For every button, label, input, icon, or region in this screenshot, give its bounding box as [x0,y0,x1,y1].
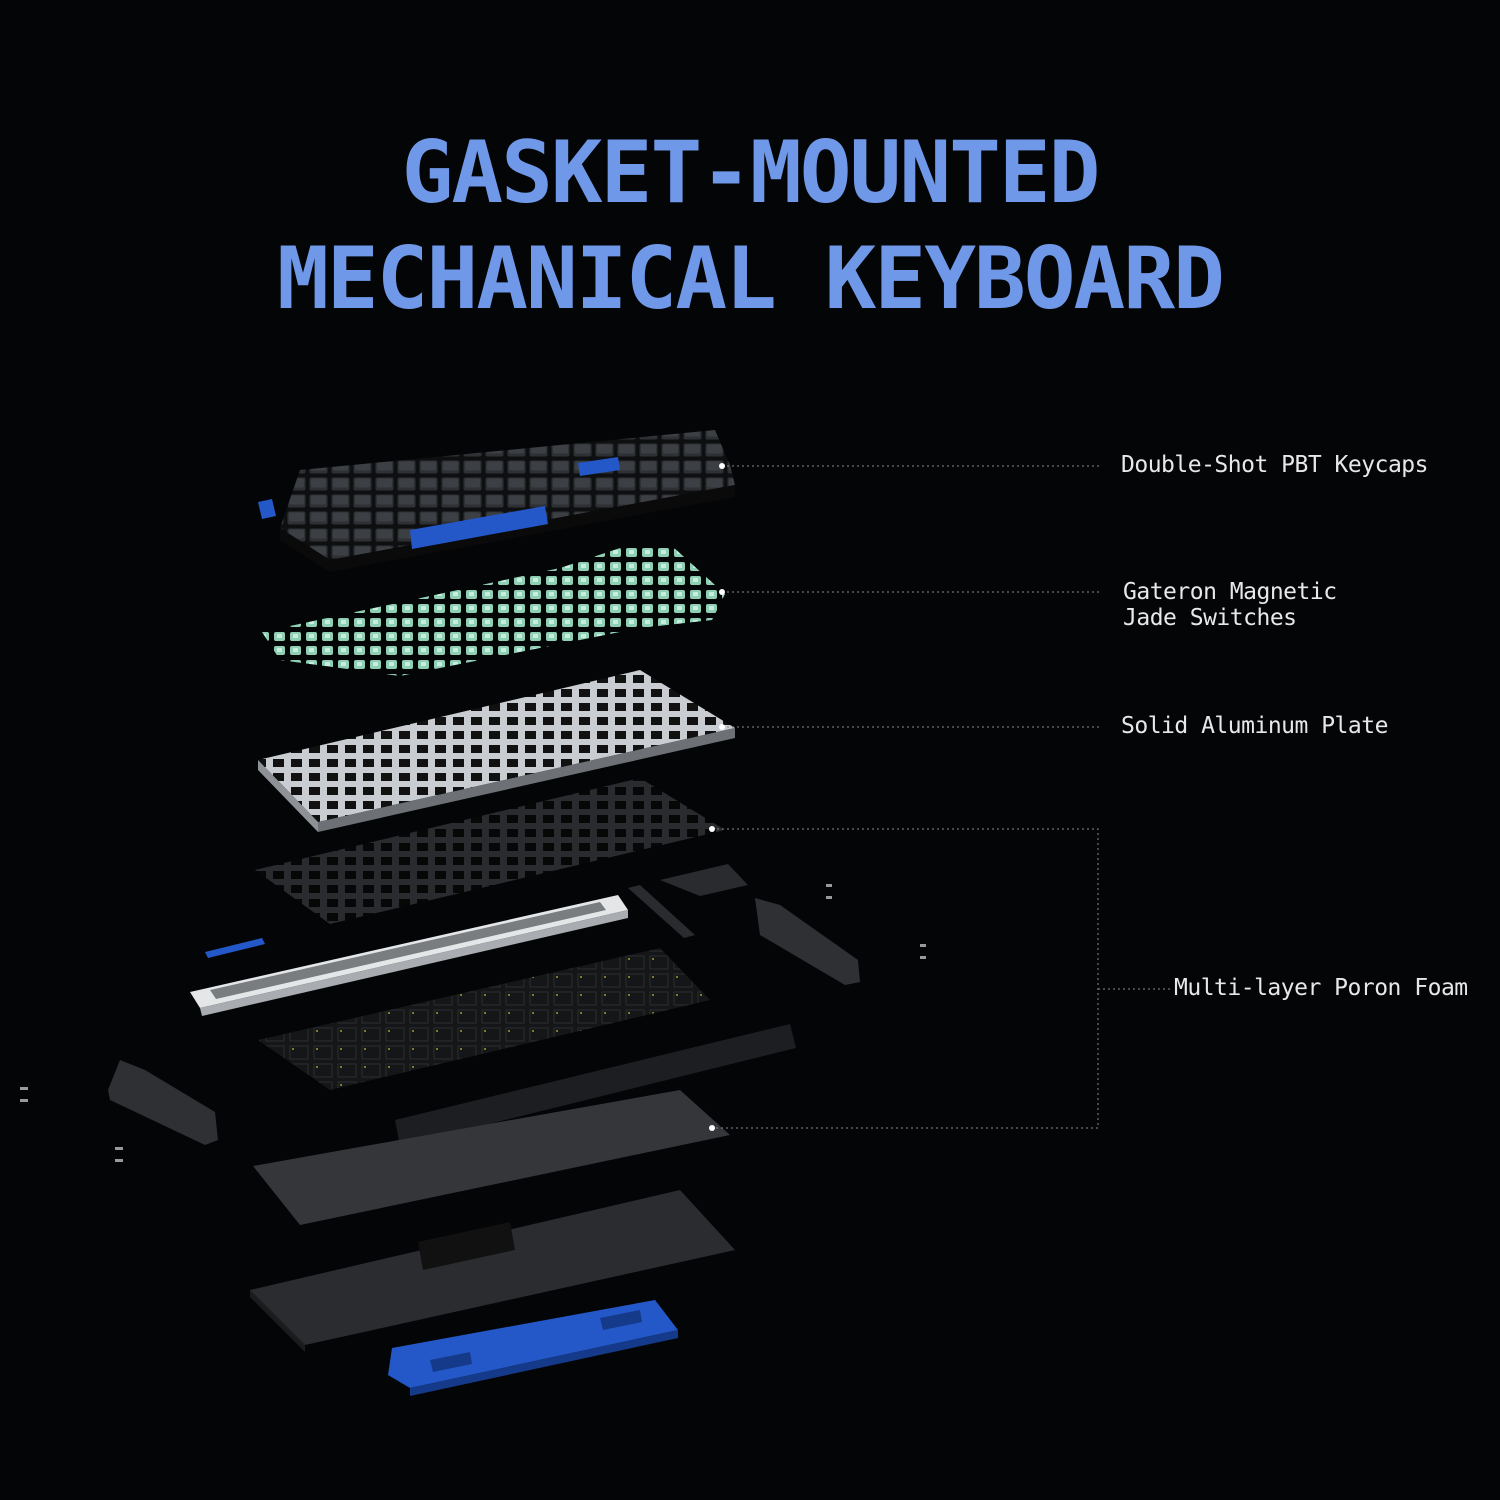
callout-switches-line-1: Gateron Magnetic [1123,579,1337,605]
callout-keycaps-line-1: Double-Shot PBT Keycaps [1121,452,1429,478]
leader-lines [712,465,1170,1129]
callout-foam: Multi-layer Poron Foam [1174,975,1468,1001]
keycaps-layer [258,430,735,572]
leader-dots [709,463,725,1131]
callout-switches-line-2: Jade Switches [1123,605,1297,631]
bottom-foam-layer [253,1090,730,1225]
callout-plate: Solid Aluminum Plate [1121,713,1388,739]
callout-foam-line-1: Multi-layer Poron Foam [1174,975,1468,1001]
switches-layer [262,546,725,676]
foam-layer [255,778,725,924]
callout-keycaps: Double-Shot PBT Keycaps [1121,452,1429,478]
headline: GASKET-MOUNTED MECHANICAL KEYBOARD [0,120,1500,332]
gasket-frame [190,895,628,1016]
headline-line-1: GASKET-MOUNTED [401,123,1101,223]
plate-layer [258,670,735,832]
headline-line-2: MECHANICAL KEYBOARD [277,229,1225,329]
blue-weight [388,1300,678,1396]
pcb-layer [258,948,710,1090]
bottom-case-layer [250,1190,735,1352]
callout-switches: Gateron Magnetic Jade Switches [1123,579,1337,631]
callout-plate-line-1: Solid Aluminum Plate [1121,713,1388,739]
side-part-left [20,1060,218,1162]
front-bar [395,1024,796,1146]
side-parts-right [628,864,926,985]
